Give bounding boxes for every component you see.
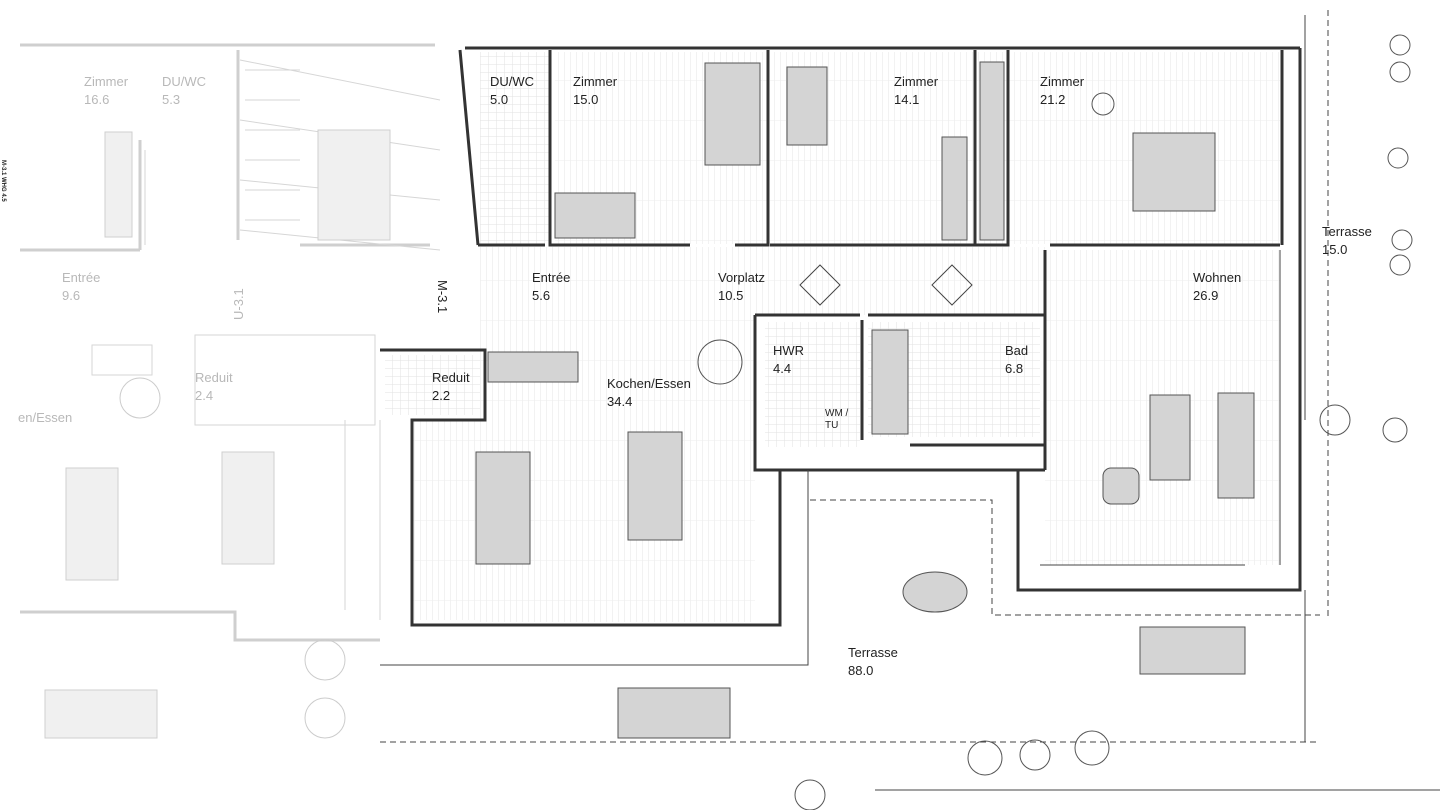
- room-area-terrasse-large: 88.0: [848, 663, 873, 678]
- room-area-kochen: 34.4: [607, 394, 632, 409]
- neighbor-room-area-zimmer: 16.6: [84, 92, 109, 107]
- neighbor-room-name-zimmer: Zimmer: [84, 74, 129, 89]
- neighbor-room-area-reduit: 2.4: [195, 388, 213, 403]
- wardrobe: [941, 136, 968, 241]
- room-name-zimmer-2: Zimmer: [894, 74, 939, 89]
- wardrobe: [979, 61, 1005, 241]
- neighbor-room-name-entree: Entrée: [62, 270, 100, 285]
- kitchen-island: [475, 451, 531, 565]
- dining-table: [627, 431, 683, 541]
- room-name-duwc: DU/WC: [490, 74, 534, 89]
- stair-label: M-3.1: [435, 280, 450, 313]
- room-name-kochen: Kochen/Essen: [607, 376, 691, 391]
- neighbor-room-area-entree: 9.6: [62, 288, 80, 303]
- outdoor-table: [617, 687, 731, 739]
- room-area-zimmer-2: 14.1: [894, 92, 919, 107]
- room-area-zimmer-3: 21.2: [1040, 92, 1065, 107]
- room-area-terrasse-small: 15.0: [1322, 242, 1347, 257]
- room-name-wohnen: Wohnen: [1193, 270, 1241, 285]
- furniture: [475, 34, 1413, 810]
- room-area-reduit: 2.2: [432, 388, 450, 403]
- room-name-zimmer-3: Zimmer: [1040, 74, 1085, 89]
- coffee-table: [1149, 394, 1191, 481]
- room-area-zimmer-1: 15.0: [573, 92, 598, 107]
- desk: [554, 192, 636, 239]
- room-name-entree: Entrée: [532, 270, 570, 285]
- room-name-vorplatz: Vorplatz: [718, 270, 765, 285]
- daybed: [1139, 626, 1246, 675]
- room-name-terrasse-large: Terrasse: [848, 645, 898, 660]
- room-area-bad: 6.8: [1005, 361, 1023, 376]
- neighbor-stair-label: U-3.1: [231, 288, 246, 320]
- bed: [704, 62, 761, 166]
- desk: [786, 66, 828, 146]
- bathtub: [871, 329, 909, 435]
- neighbor-unit: [20, 43, 441, 739]
- wm-tu-label-2: TU: [825, 420, 838, 431]
- room-area-vorplatz: 10.5: [718, 288, 743, 303]
- neighbor-labels: Zimmer 16.6 DU/WC 5.3 Entrée 9.6 U-3.1 R…: [0, 74, 246, 425]
- room-name-zimmer-1: Zimmer: [573, 74, 618, 89]
- neighbor-room-name-reduit: Reduit: [195, 370, 233, 385]
- room-area-duwc: 5.0: [490, 92, 508, 107]
- room-area-wohnen: 26.9: [1193, 288, 1218, 303]
- plan-code: M-3.1 WHG 4.5: [0, 160, 6, 202]
- room-name-bad: Bad: [1005, 343, 1028, 358]
- neighbor-room-area-duwc: 5.3: [162, 92, 180, 107]
- neighbor-room-name-kochen: en/Essen: [18, 410, 72, 425]
- sofa: [1217, 392, 1255, 499]
- walls: [380, 10, 1440, 791]
- armchair: [1102, 467, 1140, 505]
- neighbor-room-name-duwc: DU/WC: [162, 74, 206, 89]
- room-area-entree: 5.6: [532, 288, 550, 303]
- outdoor-bathtub: [902, 571, 968, 613]
- room-name-reduit: Reduit: [432, 370, 470, 385]
- room-name-terrasse-small: Terrasse: [1322, 224, 1372, 239]
- shoe-cabinet: [487, 351, 579, 383]
- room-labels: DU/WC 5.0 Zimmer 15.0 Zimmer 14.1 Zimmer…: [432, 74, 1372, 678]
- room-area-hwr: 4.4: [773, 361, 791, 376]
- room-name-hwr: HWR: [773, 343, 804, 358]
- double-bed: [1132, 132, 1216, 212]
- wm-tu-label-1: WM /: [825, 408, 849, 419]
